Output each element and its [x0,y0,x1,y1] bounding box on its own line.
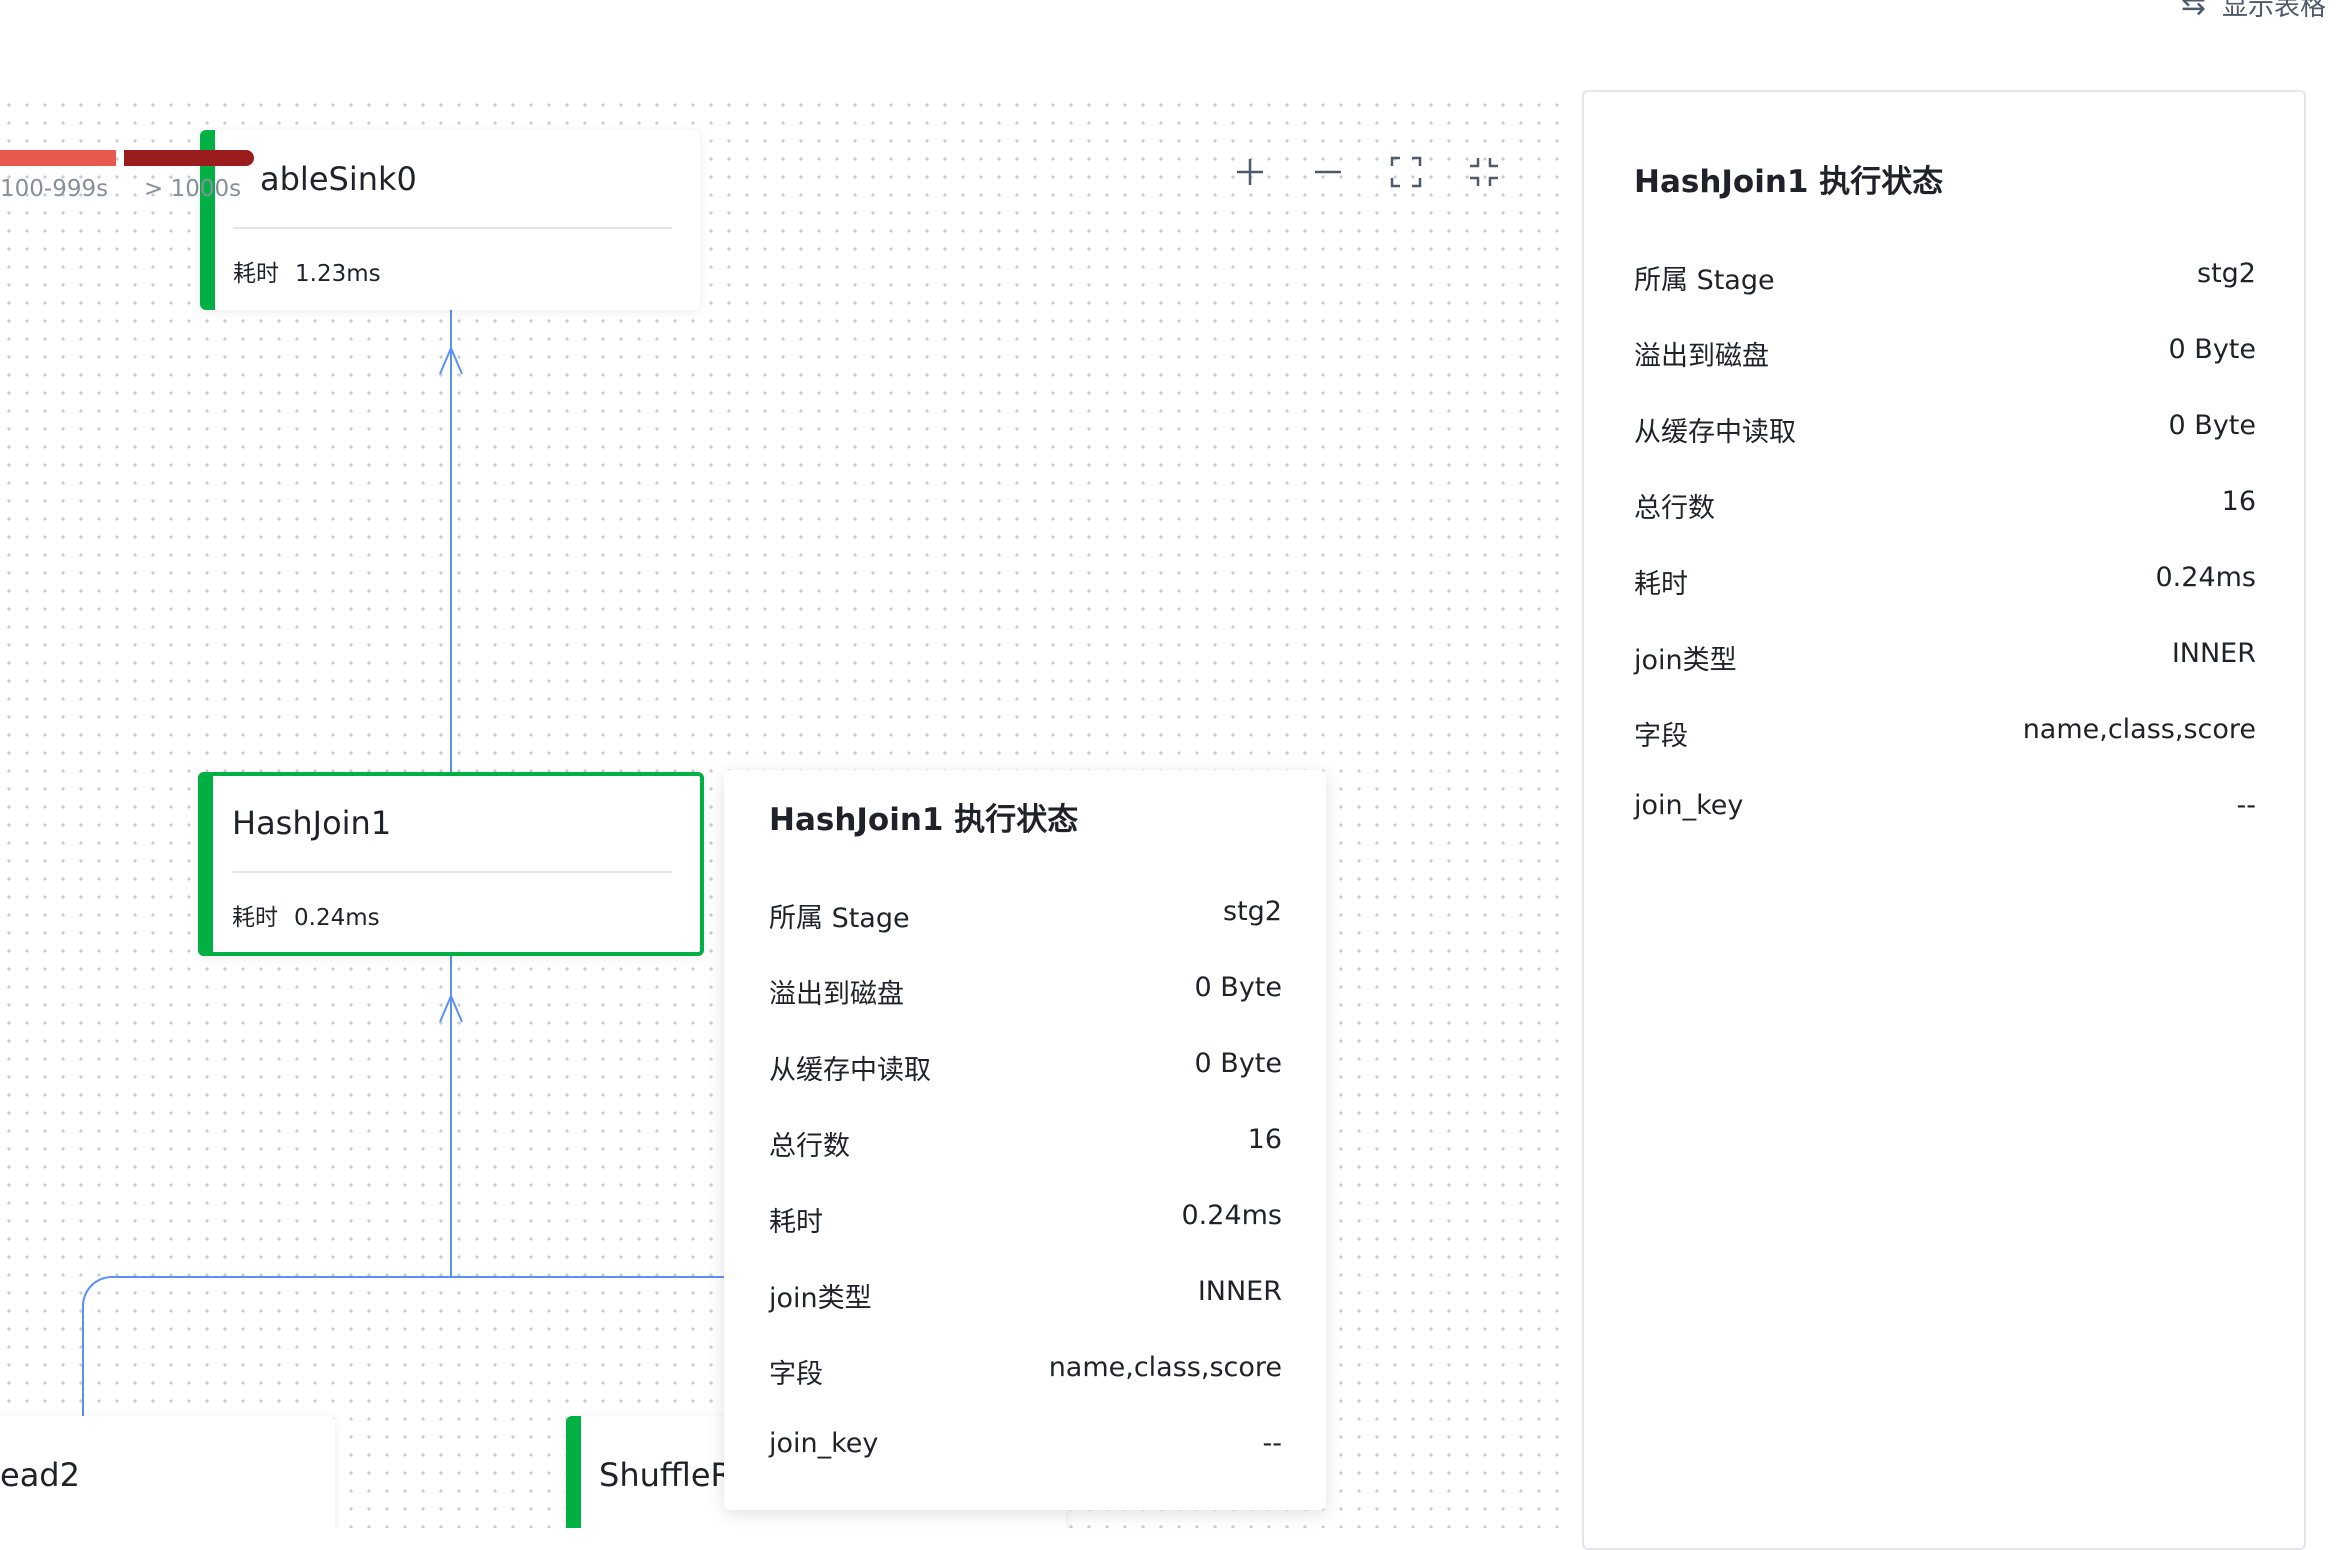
popover-row: 所属 Stage stg2 [769,896,1282,935]
row-value: 0 Byte [2168,410,2256,441]
row-label: join_key [769,1428,879,1459]
duration-value: 1.23ms [295,261,381,287]
row-value: stg2 [1223,896,1282,927]
node-meta: 耗时 1.23ms [233,254,381,288]
row-value: INNER [2171,638,2256,669]
row-label: 从缓存中读取 [1634,417,1796,448]
duration-label: 耗时 [232,905,278,931]
zoom-out-icon[interactable] [1310,154,1346,190]
show-table-label: 显示表格 [2221,0,2326,22]
row-value: 0 Byte [2168,334,2256,365]
panel-row: 耗时 0.24ms [1634,562,2256,601]
edge-left-corner [82,1276,112,1306]
node-hash-join[interactable]: HashJoin1 耗时 0.24ms [198,772,704,956]
popover-row: join类型 INNER [769,1276,1282,1315]
panel-row: 溢出到磁盘 0 Byte [1634,334,2256,373]
duration-label: 耗时 [233,261,279,287]
exit-fullscreen-icon[interactable] [1466,154,1502,190]
popover-row: 从缓存中读取 0 Byte [769,1048,1282,1087]
panel-row: join_key -- [1634,790,2256,821]
popover-row: 耗时 0.24ms [769,1200,1282,1239]
row-value: INNER [1197,1276,1282,1307]
node-title: HashJoin1 [232,804,392,842]
panel-row: 所属 Stage stg2 [1634,258,2256,297]
row-label: 溢出到磁盘 [769,979,904,1010]
panel-row: 字段 name,class,score [1634,714,2256,753]
edge-horizontal-merge [110,1276,734,1278]
node-title: ead2 [0,1456,80,1494]
node-title: ableSink0 [260,160,417,198]
popover-row: 溢出到磁盘 0 Byte [769,972,1282,1011]
row-label: 总行数 [769,1131,850,1162]
legend-swatch-1000s [124,150,254,166]
node-status-bar [566,1416,581,1528]
fit-view-icon[interactable] [1388,154,1424,190]
row-label: 字段 [1634,721,1688,752]
node-meta: 耗时 0.24ms [232,898,380,932]
panel-row: 从缓存中读取 0 Byte [1634,410,2256,449]
node-table-sink[interactable]: ableSink0 耗时 1.23ms [200,130,700,310]
row-label: 耗时 [769,1207,823,1238]
popover-row: 字段 name,class,score [769,1352,1282,1391]
row-label: 耗时 [1634,569,1688,600]
row-value: 0.24ms [2155,562,2257,593]
row-value: 0 Byte [1194,972,1282,1003]
swap-icon: ⇆ [2180,0,2206,22]
row-value: 0 Byte [1194,1048,1282,1079]
duration-value: 0.24ms [294,905,380,931]
panel-title: HashJoin1 执行状态 [1634,164,1944,200]
row-label: 从缓存中读取 [769,1055,931,1086]
zoom-in-icon[interactable] [1232,154,1268,190]
row-label: 所属 Stage [769,903,910,934]
show-table-button[interactable]: ⇆ 显示表格 [2181,0,2326,23]
row-value: stg2 [2197,258,2256,289]
panel-row: 总行数 16 [1634,486,2256,525]
row-value: 16 [2221,486,2256,517]
legend-label-100-999s: 100-999s [0,176,109,202]
row-value: name,class,score [2022,714,2256,745]
node-read2[interactable]: ead2 [0,1416,335,1528]
arrow-up-icon [439,995,463,1023]
edge-join-to-sink [450,309,452,869]
row-label: 总行数 [1634,493,1715,524]
zoom-toolbar [1232,154,1502,190]
node-status-bar [200,130,215,310]
node-status-bar [198,772,213,956]
legend-swatch-100-999s [0,150,116,166]
node-title: ShuffleR [599,1456,733,1494]
row-label: join_key [1634,790,1744,821]
legend-label-1000s: > 1000s [144,176,242,202]
row-label: join类型 [1634,645,1737,676]
row-value: -- [2236,790,2257,821]
row-value: name,class,score [1048,1352,1282,1383]
edge-children-to-join [450,956,452,1276]
edge-left-branch [82,1304,84,1514]
panel-row: join类型 INNER [1634,638,2256,677]
arrow-up-icon [439,347,463,375]
row-label: 溢出到磁盘 [1634,341,1769,372]
row-label: join类型 [769,1283,872,1314]
row-value: 0.24ms [1181,1200,1283,1231]
node-divider [233,227,672,229]
popover-row: 总行数 16 [769,1124,1282,1163]
row-label: 所属 Stage [1634,265,1775,296]
row-label: 字段 [769,1359,823,1390]
row-value: 16 [1247,1124,1282,1155]
node-divider [232,871,672,873]
row-value: -- [1262,1428,1283,1459]
popover-title: HashJoin1 执行状态 [769,802,1079,838]
popover-row: join_key -- [769,1428,1282,1459]
